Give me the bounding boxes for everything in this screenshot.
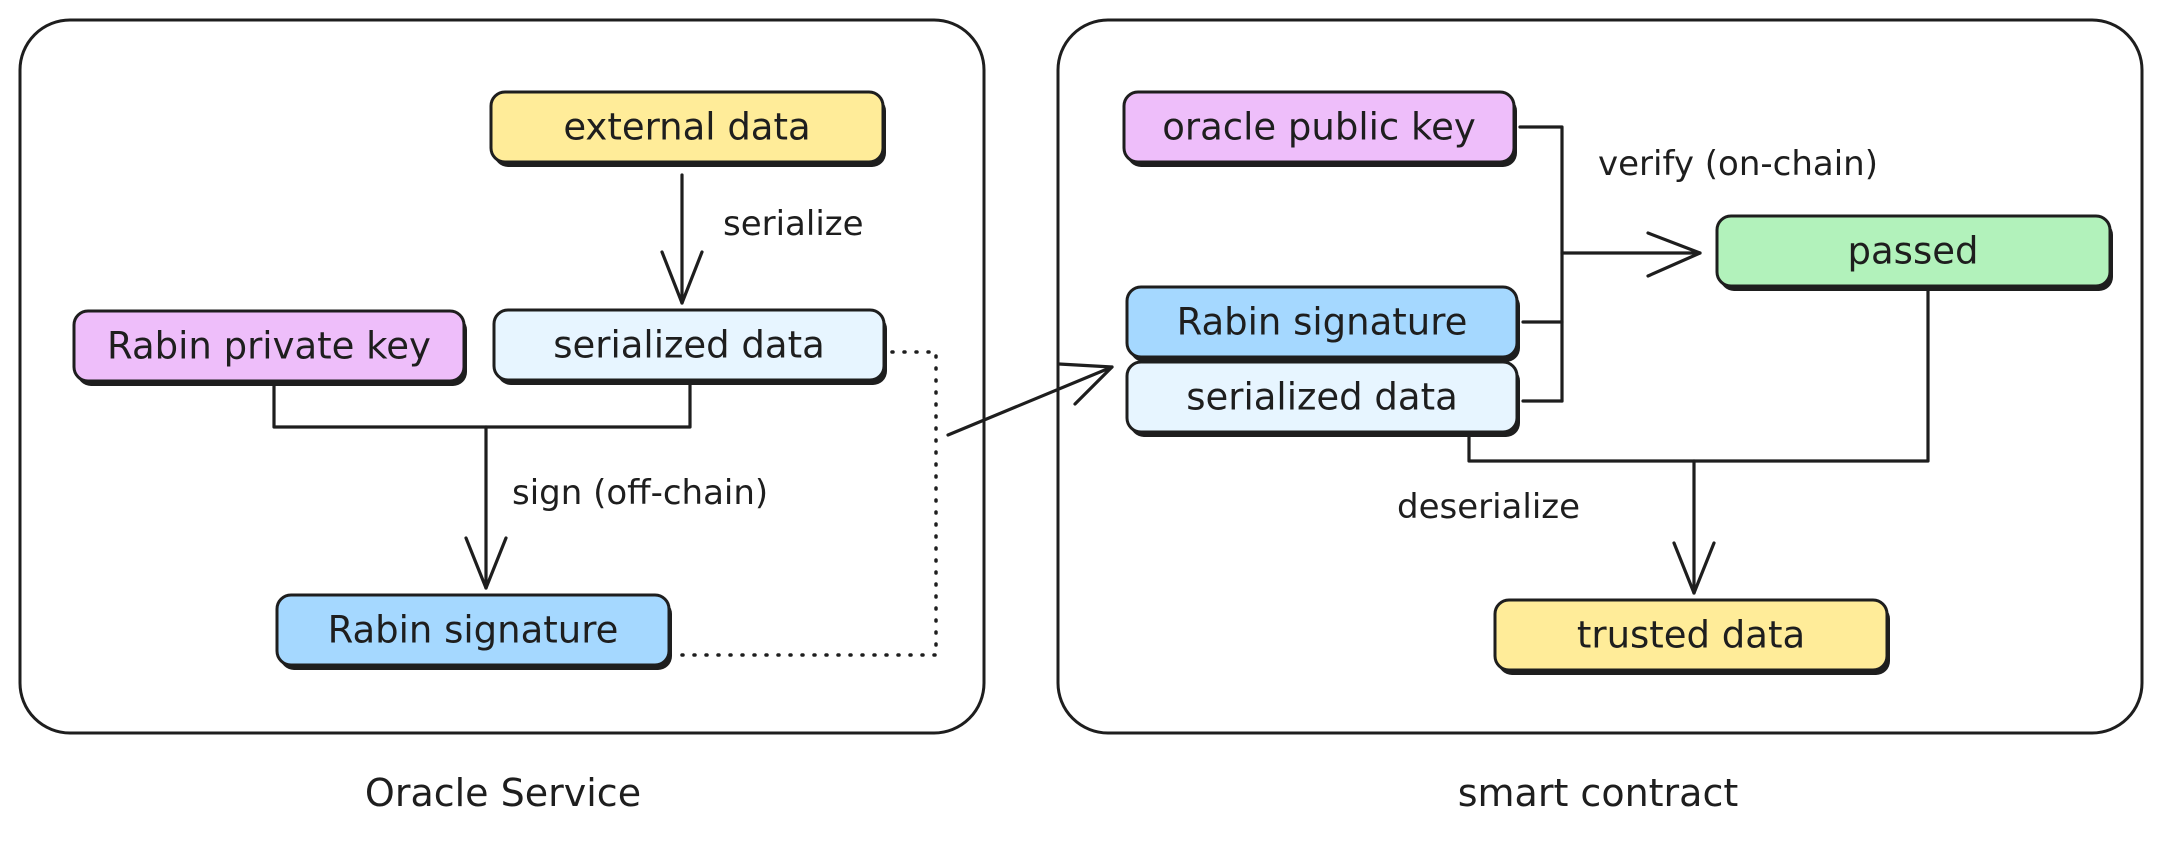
external-data-node: external data bbox=[489, 90, 886, 167]
deserialize-connector bbox=[1467, 288, 1930, 595]
serialized-data-right-label: serialized data bbox=[1186, 376, 1458, 419]
external-data-label: external data bbox=[563, 106, 810, 149]
serialized-data-right-node: serialized data bbox=[1125, 360, 1520, 437]
smart-contract-caption: smart contract bbox=[1458, 771, 1739, 815]
trusted-data-label: trusted data bbox=[1577, 614, 1805, 657]
passed-node: passed bbox=[1715, 214, 2113, 291]
serialized-data-left-label: serialized data bbox=[553, 324, 825, 367]
private-key-node: Rabin private key bbox=[72, 309, 467, 386]
serialized-data-left-node: serialized data bbox=[492, 308, 887, 385]
signature-right-label: Rabin signature bbox=[1177, 301, 1468, 344]
trusted-data-node: trusted data bbox=[1493, 598, 1890, 675]
signature-left-node: Rabin signature bbox=[275, 593, 672, 670]
serialize-edge-label: serialize bbox=[723, 204, 864, 244]
sign-connector bbox=[272, 383, 692, 590]
private-key-label: Rabin private key bbox=[107, 325, 431, 368]
public-key-node: oracle public key bbox=[1122, 90, 1517, 167]
transfer-arrow bbox=[946, 362, 1114, 437]
public-key-label: oracle public key bbox=[1162, 106, 1476, 149]
verify-connector bbox=[1518, 125, 1702, 403]
deserialize-edge-label: deserialize bbox=[1397, 487, 1580, 527]
serialize-arrow bbox=[660, 173, 704, 305]
signature-right-node: Rabin signature bbox=[1125, 285, 1520, 362]
sign-edge-label: sign (off-chain) bbox=[512, 473, 768, 513]
oracle-service-caption: Oracle Service bbox=[365, 771, 641, 815]
smart-contract-panel bbox=[1056, 18, 2144, 735]
passed-label: passed bbox=[1848, 230, 1979, 273]
signature-left-label: Rabin signature bbox=[328, 609, 619, 652]
verify-edge-label: verify (on-chain) bbox=[1598, 144, 1878, 184]
